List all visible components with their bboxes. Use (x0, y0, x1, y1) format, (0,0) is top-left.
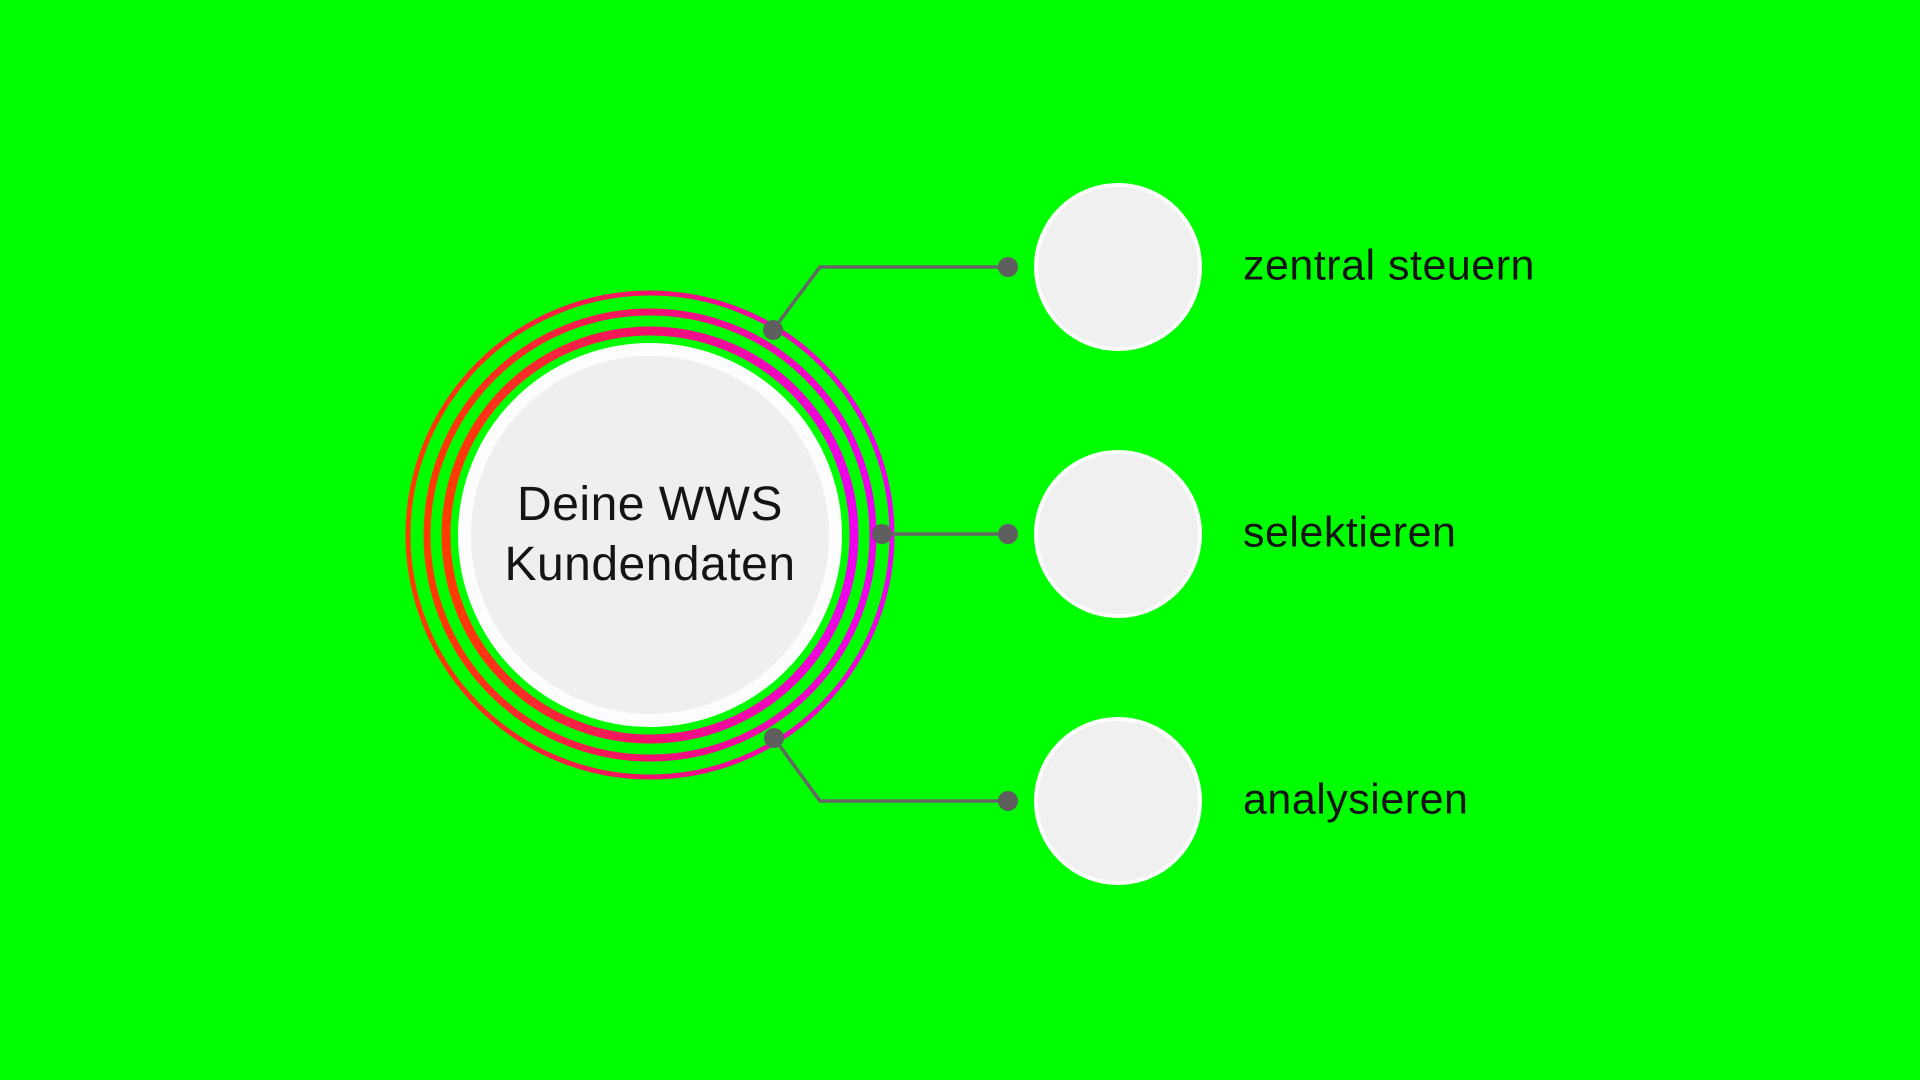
connector-middle (872, 524, 1018, 544)
central-title-line2: Kundendaten (504, 538, 796, 591)
connector-top (763, 257, 1018, 340)
ring-inner (441, 326, 859, 744)
node-label-analysieren: analysieren (1243, 775, 1469, 824)
node-label-selektieren: selektieren (1243, 508, 1457, 557)
connector-bottom-start-dot (764, 728, 784, 748)
connector-middle-start-dot (872, 524, 892, 544)
connector-top-end-dot (998, 257, 1018, 277)
node-circle-selektieren (1034, 450, 1202, 618)
node-circle-zentral-steuern (1034, 183, 1202, 351)
connector-top-start-dot (763, 320, 783, 340)
central-title: Deine WWS Kundendaten (504, 475, 795, 595)
node-circle-analysieren (1034, 717, 1202, 885)
central-title-line1: Deine WWS (517, 478, 783, 531)
connector-bottom (764, 728, 1018, 811)
node-label-zentral-steuern: zentral steuern (1243, 241, 1535, 290)
connector-bottom-end-dot (998, 791, 1018, 811)
connector-middle-end-dot (998, 524, 1018, 544)
central-circle: Deine WWS Kundendaten (458, 343, 842, 727)
